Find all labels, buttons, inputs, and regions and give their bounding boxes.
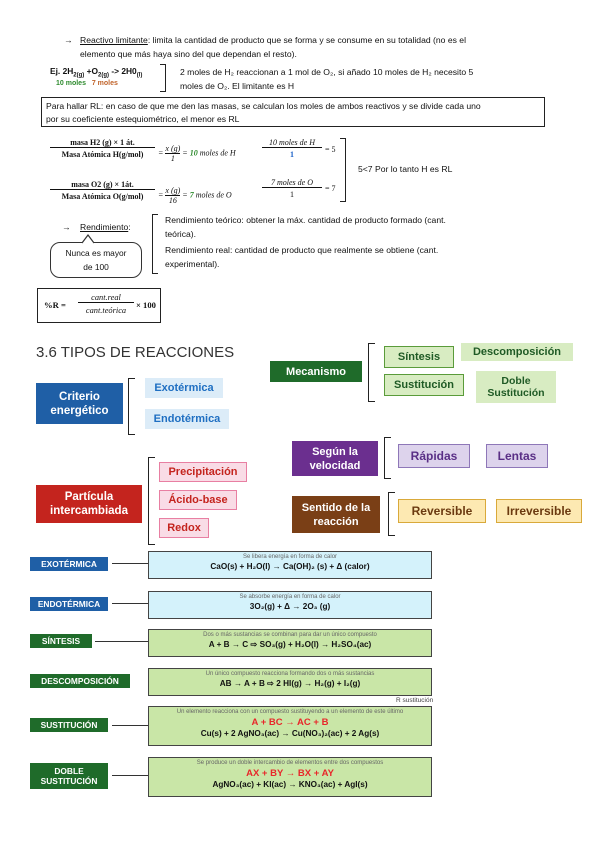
rl-def-line1: : limita la cantidad de producto que se … (147, 35, 466, 45)
rend-heading: Rendimiento: (80, 222, 131, 232)
label-endotermica: ENDOTÉRMICA (30, 597, 108, 611)
f1-ratio-result: = 5 (325, 145, 336, 154)
rl-def-line2: elemento que más haya sino del que depen… (80, 49, 297, 59)
rl-method-line1: Para hallar RL: en caso de que me den la… (46, 101, 481, 111)
connector-line (95, 641, 148, 642)
particula-box: Partícula intercambiada (36, 485, 142, 523)
label-doble-sustitucion: DOBLE SUSTITUCIÓN (30, 763, 108, 789)
rl-note-line2: moles de O₂. El limitante es H (180, 81, 295, 91)
eq-sustitucion-example: Cu(s) + 2 AgNO₃(ac) → Cu(NO₃)₂(ac) + 2 A… (200, 729, 380, 738)
eq-endotermica: 3O₂(g) + Δ → 2O₃ (g) (249, 602, 331, 611)
rend-real-2: experimental). (165, 259, 220, 269)
rl-arrow: → (64, 35, 73, 45)
chip-irreversible: Irreversible (496, 499, 582, 523)
chip-reversible: Reversible (398, 499, 486, 523)
rend-formula-box: %R = cant.real cant.teórica × 100 (37, 288, 161, 323)
eq-exotermica: CaO(s) + H₂O(l) → Ca(OH)₂ (s) + Δ (calor… (210, 562, 370, 571)
label-exotermica: EXOTÉRMICA (30, 557, 108, 571)
f1-numerator: masa H2 (g) × 1 át. (50, 138, 155, 148)
rl-conclusion: 5<7 Por lo tanto H es RL (358, 164, 453, 174)
rend-arrow: → (62, 222, 71, 232)
chip-endotermica: Endotérmica (145, 409, 229, 429)
connector-line (112, 603, 148, 604)
f1-ratio-den: 1 (290, 150, 294, 159)
desc-sustitucion: Un elemento reacciona con un compuesto s… (176, 709, 404, 715)
f2-ratio-num: 7 moles de O (262, 178, 322, 188)
rl-example-equation: Ej. 2H2(g) +O2(g) -> 2H0(l) (50, 66, 143, 79)
formula-right: × 100 (136, 300, 156, 310)
desc-sintesis: Dos o más sustancias se combinan para da… (203, 632, 377, 638)
rl-note-line1: 2 moles de H₂ reaccionan a 1 mol de O₂, … (180, 67, 474, 77)
panel-endotermica: Se absorbe energía en forma de calor 3O₂… (148, 591, 432, 619)
formula-den: cant.teórica (85, 306, 127, 315)
rl-example-moles: 10 moles 7 moles (56, 80, 118, 87)
chip-rapidas: Rápidas (398, 444, 470, 468)
rl-method-line2: por su coeficiente estequiométrico, el m… (46, 114, 240, 124)
f1-ratio-num: 10 moles de H (262, 138, 322, 148)
f2-numerator: masa O2 (g) × 1át. (50, 180, 155, 190)
label-sintesis: SÍNTESIS (30, 634, 92, 648)
f2-result: = x (g)16 = 7 moles de O (158, 186, 232, 205)
panel-exotermica: Se libera energía en forma de calor CaO(… (148, 551, 432, 579)
chip-exotermica: Exotérmica (145, 378, 223, 398)
callout-pointer (81, 234, 95, 244)
particula-brace (148, 457, 155, 545)
rend-teo-2: teórica). (165, 229, 197, 239)
f2-ratio-den: 1 (290, 190, 294, 199)
criterio-energetico-box: Criterio energético (36, 383, 123, 424)
criterio-brace (128, 378, 135, 435)
connector-line (112, 563, 148, 564)
chip-sintesis: Síntesis (384, 346, 454, 368)
chip-descomposicion: Descomposición (461, 343, 573, 361)
eq-sintesis: A + B → C ⇨ SO₃(g) + H₂O(l) → H₂SO₄(ac) (208, 640, 372, 649)
f2-denominator: Masa Atómica O(g/mol) (61, 192, 144, 201)
connector-line (112, 725, 148, 726)
velocidad-box: Según la velocidad (292, 441, 378, 476)
rend-brace (152, 214, 158, 274)
velocidad-brace (384, 437, 391, 479)
eq-doble-example: AgNO₃(ac) + KI(ac) → KNO₃(ac) + AgI(s) (212, 780, 368, 789)
connector-line (112, 775, 148, 776)
f1-denominator: Masa Atómica H(g/mol) (61, 150, 144, 159)
eq-sustitucion-generic: A + BC → AC + B (251, 717, 329, 728)
descomposicion-note: R sustitución (396, 697, 434, 704)
formula-num: cant.real (78, 293, 134, 303)
eq-doble-generic: AX + BY → BX + AY (246, 768, 334, 779)
rl-definition: Reactivo limitante: limita la cantidad d… (80, 34, 580, 47)
panel-descomposicion: Un único compuesto reacciona formando do… (148, 668, 432, 696)
panel-sustitucion: Un elemento reacciona con un compuesto s… (148, 706, 432, 746)
chip-lentas: Lentas (486, 444, 548, 468)
mecanismo-brace (368, 343, 375, 402)
f1-result: = x (g)1 = 10 moles de H (158, 144, 236, 163)
desc-exotermica: Se libera energía en forma de calor (242, 554, 338, 560)
chip-redox: Redox (159, 518, 209, 538)
rl-method-box: Para hallar RL: en caso de que me den la… (41, 97, 545, 127)
sentido-brace (388, 492, 395, 536)
eq-descomposicion: AB → A + B ⇨ 2 HI(g) → H₂(g) + I₂(g) (219, 679, 361, 688)
mecanismo-box: Mecanismo (270, 361, 362, 382)
chip-acido-base: Ácido-base (159, 490, 237, 510)
desc-doble-sustitucion: Se produce un doble intercambio de eleme… (196, 760, 384, 766)
rend-real-1: Rendimiento real: cantidad de producto q… (165, 245, 439, 255)
chip-sustitucion: Sustitución (384, 374, 464, 396)
sentido-box: Sentido de la reacción (292, 496, 380, 533)
conclusion-brace (340, 138, 346, 202)
rend-teo-1: Rendimiento teórico: obtener la máx. can… (165, 215, 446, 225)
panel-doble-sustitucion: Se produce un doble intercambio de eleme… (148, 757, 432, 797)
section-title: 3.6 TIPOS DE REACCIONES (36, 344, 235, 361)
desc-descomposicion: Un único compuesto reacciona formando do… (205, 671, 375, 677)
formula-left: %R = (44, 300, 66, 310)
label-descomposicion: DESCOMPOSICIÓN (30, 674, 130, 688)
f2-ratio-result: = 7 (325, 184, 336, 193)
label-sustitucion: SUSTITUCIÓN (30, 718, 108, 732)
panel-sintesis: Dos o más sustancias se combinan para da… (148, 629, 432, 657)
desc-endotermica: Se absorbe energía en forma de calor (239, 594, 341, 600)
rl-title: Reactivo limitante (80, 35, 148, 45)
chip-precipitacion: Precipitación (159, 462, 247, 482)
example-brace (160, 64, 166, 92)
